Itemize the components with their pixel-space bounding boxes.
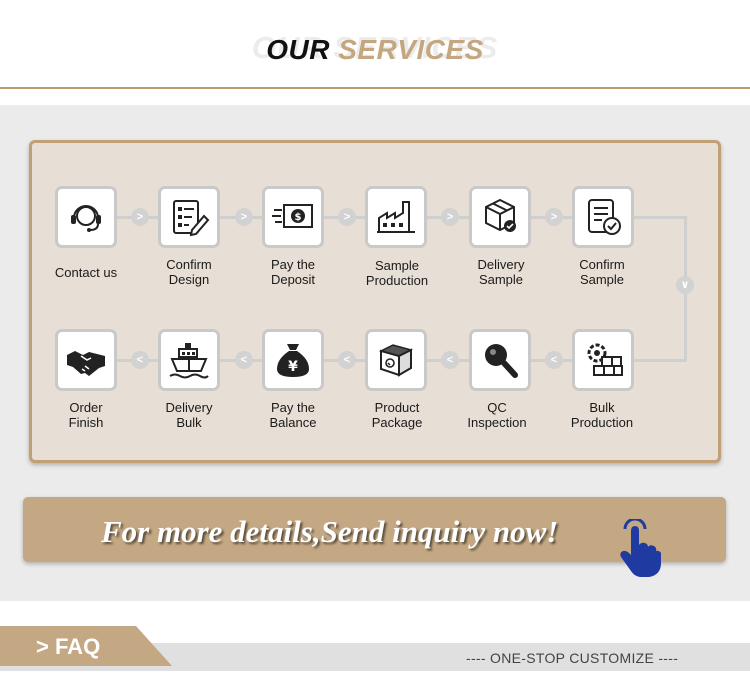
header: OUR SERVICES OUR SERVICES [0, 0, 750, 89]
step-contact-us [55, 186, 117, 248]
step-delivery-sample [469, 186, 531, 248]
tagline: ---- ONE-STOP CUSTOMIZE ---- [466, 650, 679, 666]
step-confirm-sample [572, 186, 634, 248]
arrow-right: > [131, 208, 149, 226]
arrow-left: < [131, 351, 149, 369]
svg-text:¥: ¥ [288, 359, 298, 375]
factory-icon [377, 201, 415, 233]
connector-right-bottom [632, 359, 686, 362]
faq-label[interactable]: > FAQ [36, 634, 101, 659]
step-confirm-design [158, 186, 220, 248]
ship-icon [169, 343, 209, 379]
step-bulk-production [572, 329, 634, 391]
package-icon [378, 344, 414, 377]
handshake-icon [67, 351, 105, 376]
document-check-icon [588, 199, 621, 235]
arrow-right: > [545, 208, 563, 226]
title-word-services: SERVICES [338, 34, 484, 65]
step-label: Contact us [54, 265, 118, 280]
arrow-left: < [545, 351, 563, 369]
step-delivery-bulk [158, 329, 220, 391]
gear-boxes-icon [587, 343, 623, 376]
magnifier-icon [485, 344, 518, 378]
inquiry-text: For more details,Send inquiry now! [101, 514, 559, 549]
step-pay-deposit: $ [262, 186, 324, 248]
header-divider [0, 87, 750, 89]
title-ghost: OUR SERVICES [251, 30, 499, 65]
step-pay-balance: ¥ [262, 329, 324, 391]
pointing-hand-icon [620, 519, 661, 577]
headset-icon [71, 205, 101, 232]
arrow-left: < [338, 351, 356, 369]
connector-right-top [632, 216, 686, 219]
arrow-right: > [441, 208, 459, 226]
box-check-icon [485, 198, 516, 232]
step-qc-inspection [469, 329, 531, 391]
money-bag-icon: ¥ [277, 344, 309, 377]
arrow-left: < [235, 351, 253, 369]
arrow-left: < [441, 351, 459, 369]
arrow-right: > [235, 208, 253, 226]
arrow-right: > [338, 208, 356, 226]
step-sample-production [365, 186, 427, 248]
form-pen-icon [173, 200, 210, 237]
step-order-finish [55, 329, 117, 391]
svg-text:$: $ [295, 212, 302, 223]
step-product-package [365, 329, 427, 391]
page-title: OUR SERVICES [0, 34, 750, 66]
money-icon: $ [272, 204, 313, 228]
title-word-our: OUR [266, 34, 330, 65]
inquiry-banner-button[interactable]: For more details,Send inquiry now! [23, 497, 726, 577]
arrow-down: ∨ [676, 276, 694, 294]
